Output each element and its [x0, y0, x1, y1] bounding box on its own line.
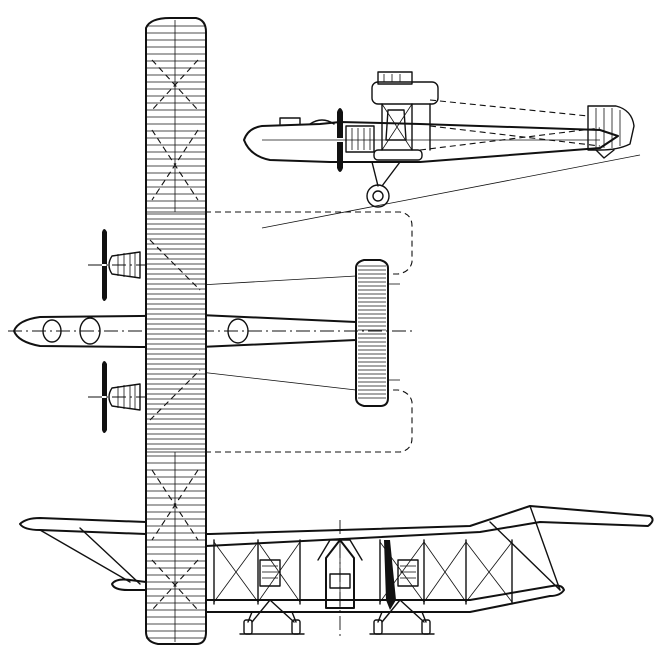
landing-gear-side: [366, 161, 401, 208]
tail-unit-side: [587, 105, 635, 159]
upper-wing-front: [19, 517, 147, 535]
side-view: [243, 71, 641, 229]
landing-gear-front: [239, 599, 435, 635]
folded-wing-outline: [174, 211, 413, 453]
propeller-side: [337, 108, 343, 172]
lower-wing-front: [111, 578, 147, 591]
plan-view: [8, 17, 415, 645]
engine-left-front: [259, 559, 281, 587]
tailplane: [355, 259, 389, 407]
propeller-upper: [88, 229, 175, 301]
tail-booms: [199, 275, 400, 391]
wing-cellule-side: [371, 71, 439, 161]
ground-line: [261, 154, 641, 229]
fuselage-plan: [8, 314, 415, 348]
engine-side: [345, 125, 375, 153]
main-wing-plan: [145, 17, 207, 645]
engine-right-front: [384, 540, 419, 610]
fuselage-side: [243, 121, 619, 163]
front-view: [19, 505, 654, 640]
